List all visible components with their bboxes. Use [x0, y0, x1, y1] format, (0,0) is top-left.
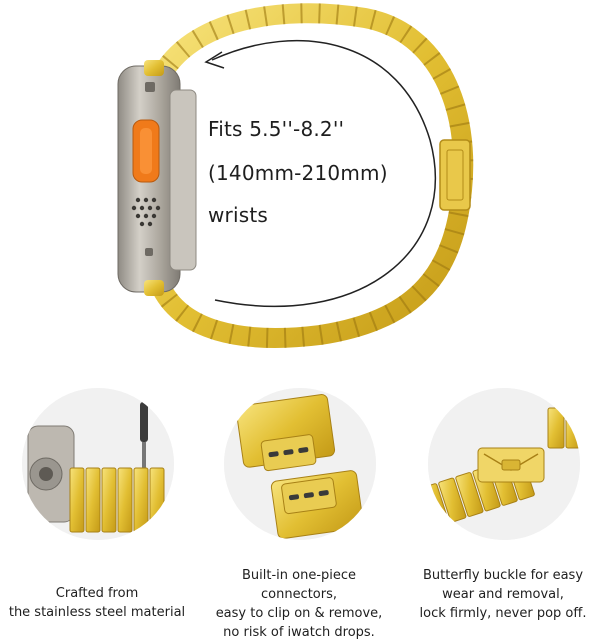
connectors-caption: Built-in one-piece connectors, easy to c…	[215, 568, 383, 640]
feature-buckle: Butterfly buckle for easy wear and remov…	[408, 388, 598, 627]
wrist-size-arrow	[204, 39, 436, 308]
fit-wrists-text: wrists	[208, 203, 269, 227]
connector-closeup-image	[224, 388, 376, 540]
feature-connectors: Built-in one-piece connectors, easy to c…	[204, 388, 394, 640]
fit-size-text: Fits 5.5''-8.2''	[208, 117, 345, 141]
hero-illustration	[117, 3, 474, 348]
buckle-caption: Butterfly buckle for easy wear and remov…	[419, 568, 587, 621]
fit-size-mm-text: (140mm-210mm)	[208, 161, 388, 185]
material-closeup-image	[22, 388, 174, 540]
watch-case	[117, 60, 197, 296]
speaker-holes-icon	[131, 197, 161, 227]
butterfly-buckle-icon	[477, 447, 545, 483]
material-caption: Crafted from the stainless steel materia…	[8, 586, 186, 620]
gold-band	[150, 3, 474, 348]
hero-section: Fits 5.5''-8.2'' (140mm-210mm) wrists	[117, 3, 474, 348]
feature-material: Crafted from the stainless steel materia…	[2, 388, 192, 627]
buckle-closeup-image	[428, 388, 580, 540]
